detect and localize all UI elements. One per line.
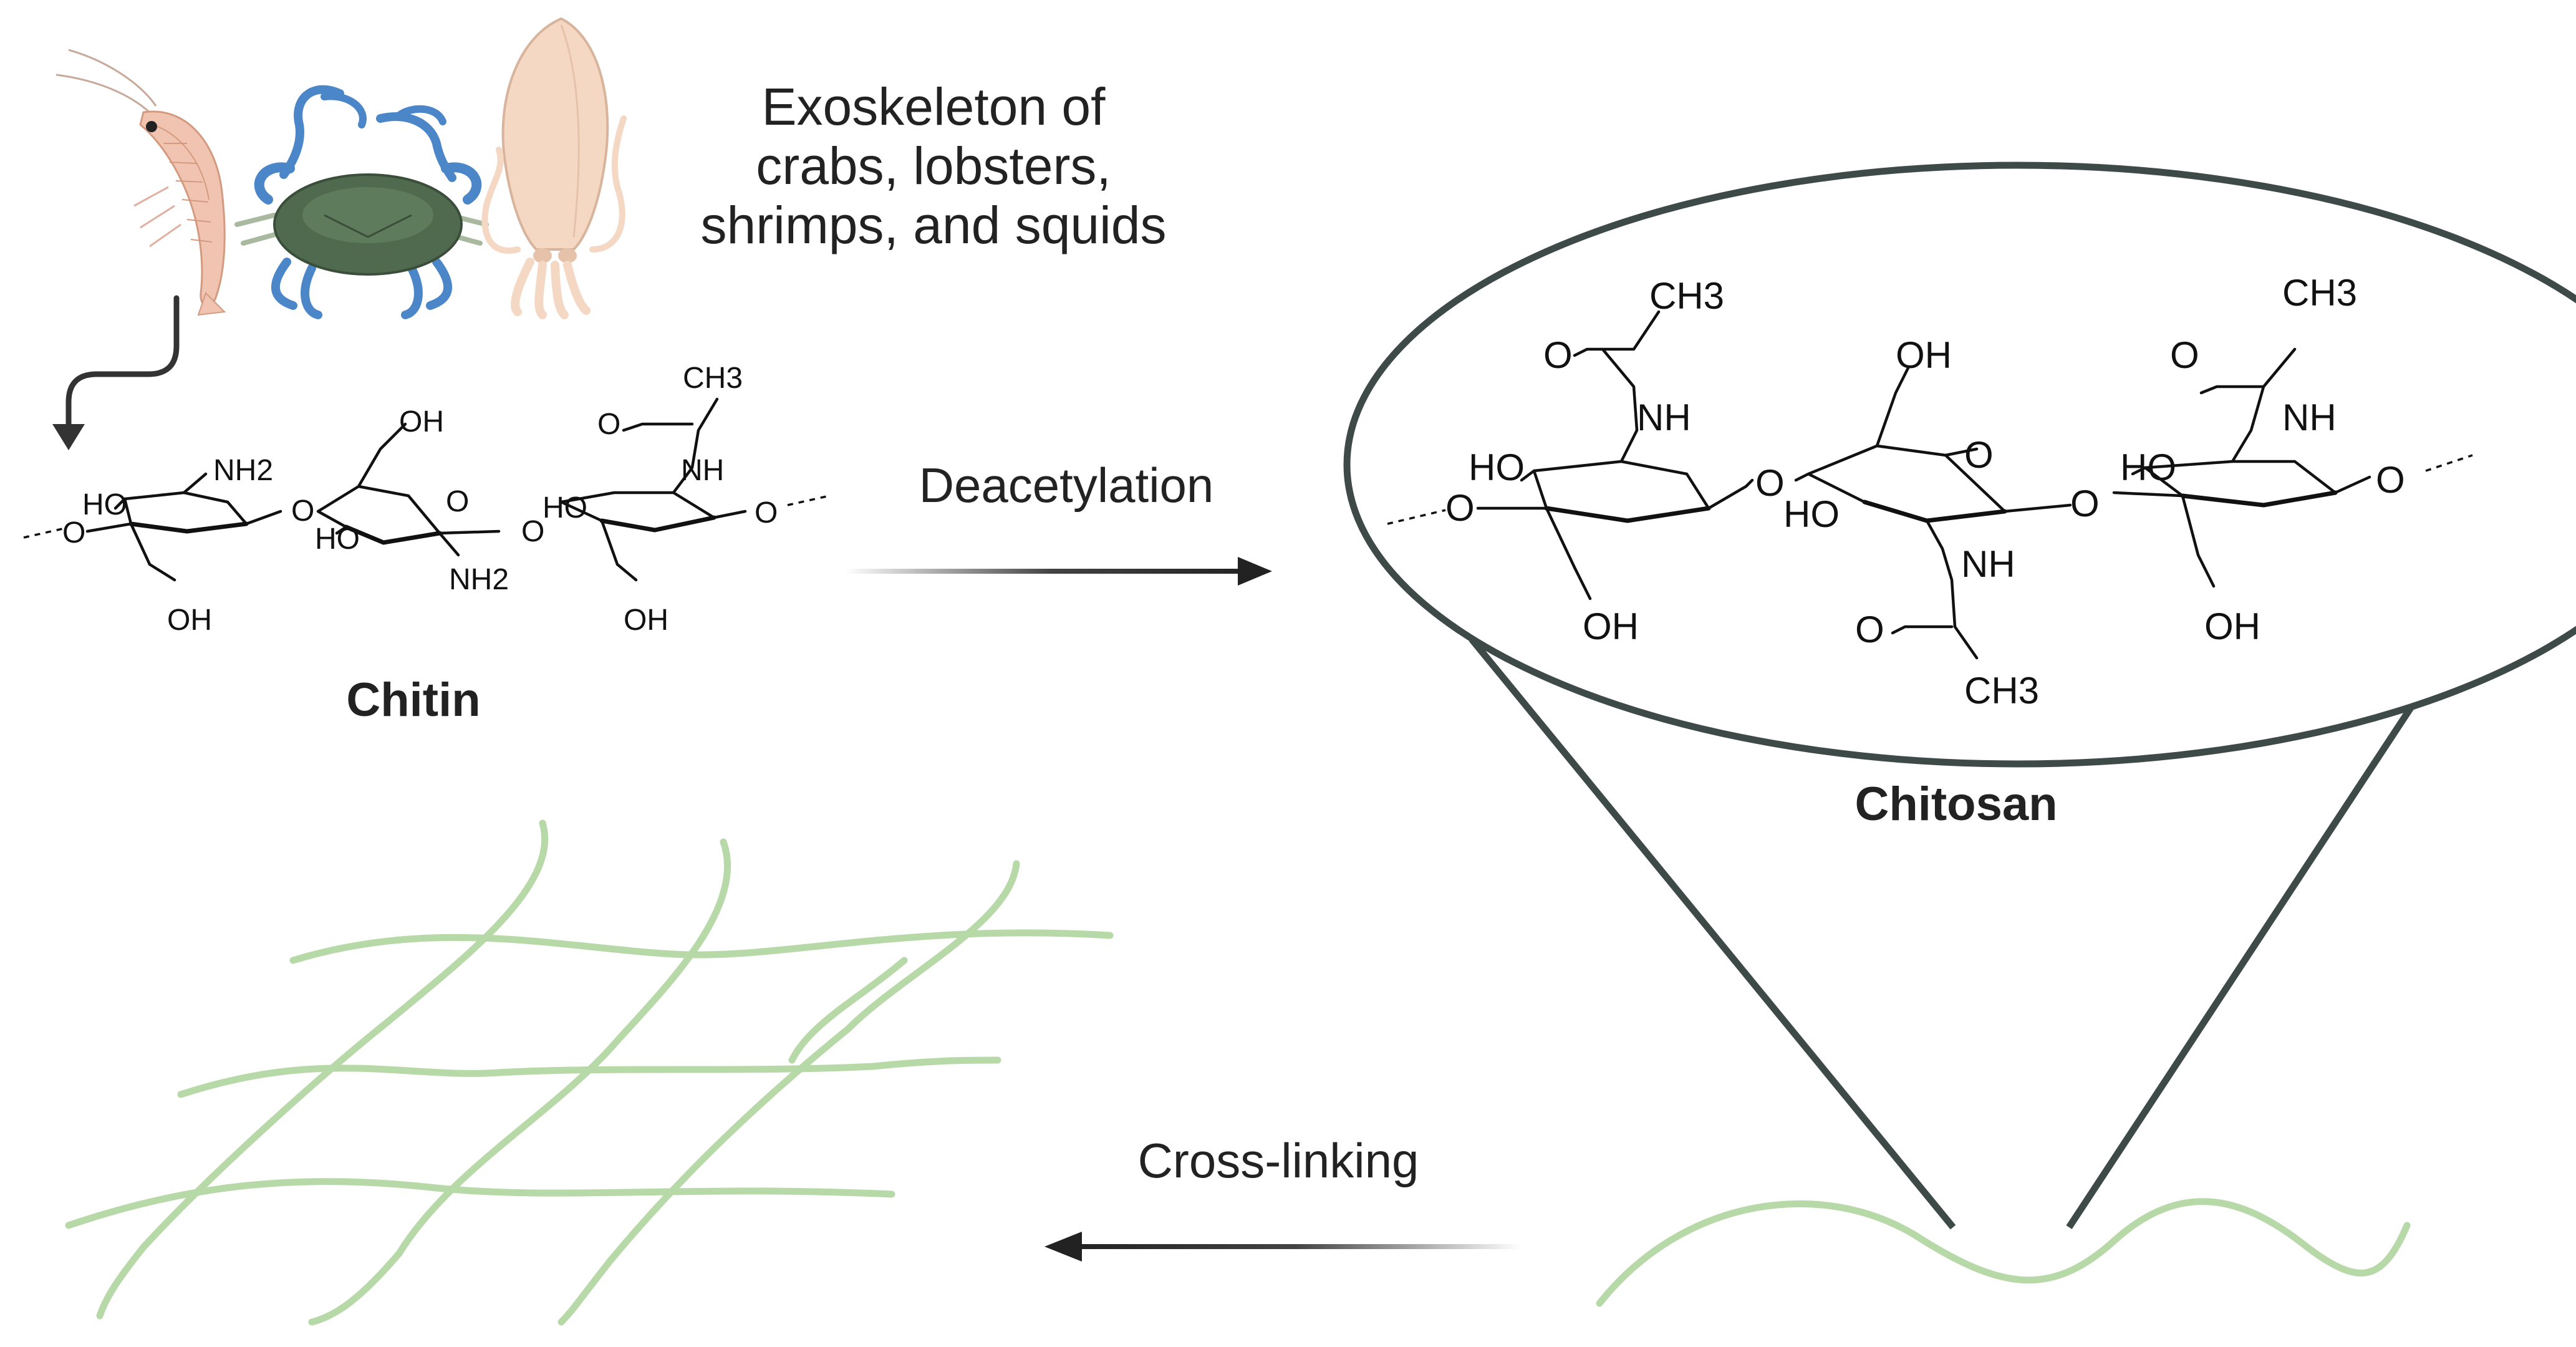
crab-icon bbox=[234, 85, 489, 319]
chitin-o-carbonyl-c: O bbox=[597, 408, 620, 441]
deacetylation-arrow bbox=[845, 557, 1272, 586]
chitin-name: Chitin bbox=[346, 674, 480, 727]
chitin-ho-a: HO bbox=[82, 488, 127, 521]
chitin-oh-a: OH bbox=[167, 604, 212, 637]
chitosan-o-ring-2: O bbox=[1964, 434, 1994, 476]
chitosan-o-end-left: O bbox=[1445, 487, 1475, 529]
shrimp-icon bbox=[55, 49, 226, 316]
chitosan-atom-labels: CH3 O NH HO O OH O OH O HO NH O CH3 O CH… bbox=[1445, 272, 2405, 712]
zoom-ellipse bbox=[1343, 162, 2576, 768]
magnification-cone bbox=[1469, 630, 2463, 1230]
caption-line-3: shrimps, and squids bbox=[700, 196, 1166, 254]
chitosan-ho-3: HO bbox=[2120, 447, 2176, 488]
chain-continuation-right bbox=[2425, 454, 2473, 472]
chitosan-o-link-2: O bbox=[2070, 483, 2100, 524]
caption-line-1: Exoskeleton of bbox=[761, 77, 1106, 136]
chitin-ho-c: HO bbox=[543, 491, 587, 524]
chitosan-o-carbonyl-3: O bbox=[2170, 334, 2199, 376]
chitin-ho-b: HO bbox=[315, 523, 360, 556]
chitosan-o-link-1: O bbox=[1755, 462, 1785, 504]
chitin-oh-b: OH bbox=[399, 405, 444, 438]
chitosan-nh-2: NH bbox=[1961, 543, 2015, 585]
chitosan-o-carbonyl-1: O bbox=[1543, 334, 1573, 376]
chitin-o-end-left: O bbox=[62, 516, 85, 549]
chitosan-structure bbox=[1387, 310, 2473, 660]
chitosan-ho-1: HO bbox=[1469, 447, 1525, 488]
chitin-o-end-right: O bbox=[755, 496, 778, 529]
chitosan-o-end-right: O bbox=[2376, 459, 2405, 501]
sources-caption: Exoskeleton of crabs, lobsters, shrimps,… bbox=[700, 77, 1166, 254]
chain-continuation-left bbox=[23, 528, 63, 539]
chitosan-name: Chitosan bbox=[1855, 778, 2057, 831]
chitin-oh-c: OH bbox=[624, 604, 668, 637]
chitosan-ch3-2: CH3 bbox=[1964, 670, 2039, 712]
chitin-o-ring-b: O bbox=[446, 485, 469, 518]
chitosan-oh-2: OH bbox=[1896, 334, 1952, 376]
crosslinked-network bbox=[65, 819, 1114, 1326]
chitosan-o-carbonyl-2: O bbox=[1855, 609, 1884, 650]
chitin-o-link-2: O bbox=[521, 515, 544, 548]
chitin-ch3-c: CH3 bbox=[683, 362, 743, 395]
chitin-nh2-a: NH2 bbox=[213, 454, 273, 487]
squid-icon bbox=[481, 17, 627, 319]
chitosan-oh-3: OH bbox=[2204, 606, 2260, 647]
chitin-nh-c: NH bbox=[681, 454, 724, 487]
caption-line-2: crabs, lobsters, bbox=[756, 137, 1111, 195]
crosslinking-arrow bbox=[1044, 1232, 1522, 1262]
chitin-structure bbox=[23, 397, 830, 582]
chitosan-ho-2: HO bbox=[1783, 493, 1840, 535]
deacetylation-label: Deacetylation bbox=[919, 458, 1214, 513]
crosslinking-label: Cross-linking bbox=[1138, 1133, 1419, 1188]
chitosan-ch3-3: CH3 bbox=[2282, 272, 2357, 314]
chitosan-ch3-1: CH3 bbox=[1649, 275, 1724, 317]
chain-continuation-right bbox=[787, 495, 830, 506]
chitin-nh2-b: NH2 bbox=[449, 563, 509, 596]
source-to-chitin-arrow bbox=[52, 295, 180, 450]
chitosan-nh-3: NH bbox=[2282, 397, 2337, 438]
chitosan-nh-1: NH bbox=[1637, 397, 1691, 438]
chitin-atom-labels: NH2 HO O OH O OH HO O NH2 O CH3 O NH HO … bbox=[62, 362, 778, 637]
chain-continuation-left bbox=[1387, 509, 1446, 525]
chitosan-fiber bbox=[1596, 1198, 2411, 1307]
chitosan-oh-1: OH bbox=[1583, 606, 1639, 647]
chitin-o-link-1: O bbox=[291, 495, 314, 528]
